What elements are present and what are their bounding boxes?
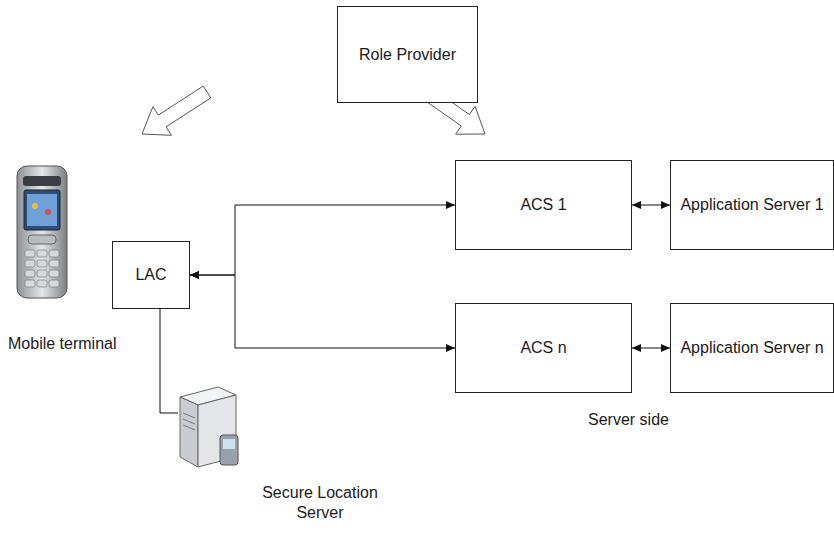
lac-box: LAC [112,241,190,309]
hollow-arrow [142,86,211,135]
connector-line [190,275,455,348]
arrow-head [190,271,199,279]
terminal-caption: Mobile terminal [8,334,116,354]
arrow-head [446,201,455,209]
phone-key [37,260,47,267]
phone-key [25,280,35,287]
arrow-head [632,201,641,209]
connector [190,271,455,352]
node-label: Application Server 1 [680,195,823,215]
connector [632,344,670,352]
phone-key [25,250,35,257]
connector [160,309,178,413]
phone-key [25,260,35,267]
arrow-head [190,271,199,279]
arrow-head [446,344,455,352]
phone-key [49,250,59,257]
arrow-head [661,201,670,209]
arrow-head [632,344,641,352]
phone-key [49,260,59,267]
arrow-head [661,344,670,352]
acs-box: ACS n [455,303,632,393]
connector [632,201,670,209]
role-provider-box: Role Provider [337,6,478,103]
node-label: LAC [135,265,166,285]
node-label: ACS 1 [520,195,566,215]
connector-line [160,309,178,413]
app-server-box: Application Server n [670,303,834,393]
connector-line [190,205,455,275]
connector [190,201,455,279]
phone-key [49,270,59,277]
app-server-box: Application Server 1 [670,160,834,250]
server-illustration [170,383,250,475]
mobile-phone-illustration [17,166,67,298]
node-label: Application Server n [680,338,823,358]
location-server-node: Secure Location Server [170,383,420,531]
region-label: Server side [588,410,669,430]
node-label: Secure Location Server [245,483,395,523]
phone-key [37,280,47,287]
acs-box: ACS 1 [455,160,632,250]
phone-key [49,280,59,287]
node-label: Role Provider [359,45,456,65]
node-label: ACS n [520,338,566,358]
phone-key [37,250,47,257]
phone-key [25,270,35,277]
phone-key [37,270,47,277]
